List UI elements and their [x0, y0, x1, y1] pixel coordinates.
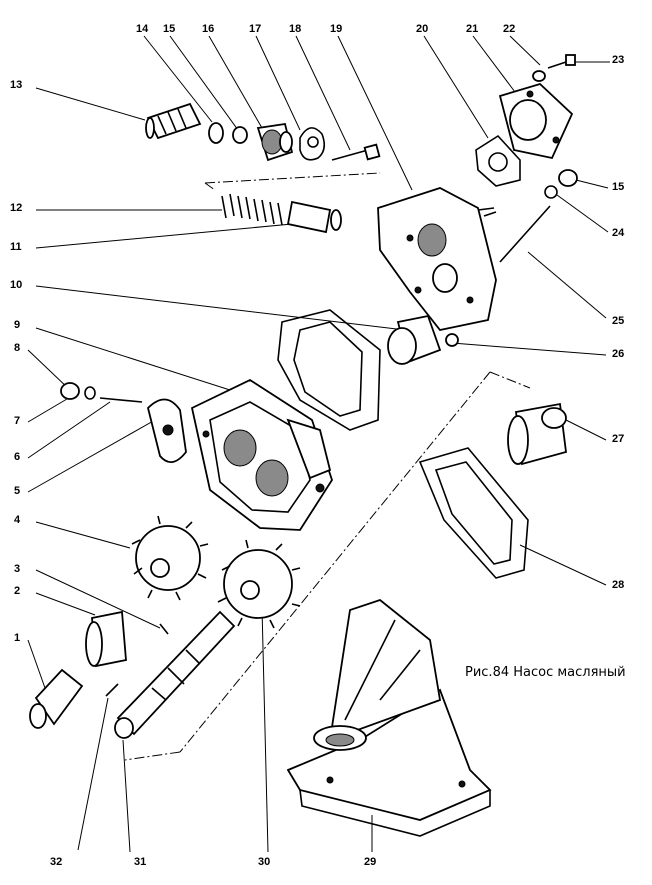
- callout-1: 1: [14, 632, 21, 644]
- part-1-bushing: [29, 668, 84, 729]
- callout-20: 20: [416, 23, 429, 35]
- callout-24: 24: [612, 227, 625, 239]
- part-16-valve-body: [256, 122, 294, 162]
- part-22-washer: [532, 70, 546, 82]
- part-14-washer: [208, 122, 224, 144]
- callout-13: 13: [10, 79, 23, 91]
- callout-4: 4: [14, 514, 21, 526]
- part-28-gasket: [418, 447, 529, 579]
- part-10-bushing: [387, 314, 442, 365]
- callout-27: 27: [612, 433, 625, 445]
- part-21-valve-cover: [498, 82, 574, 160]
- callout-22: 22: [503, 23, 516, 35]
- part-20-flange-gasket: [475, 134, 521, 187]
- leader-lines: [27, 35, 610, 853]
- part-17-gasket: [299, 127, 326, 161]
- callout-7: 7: [14, 415, 21, 427]
- figure-caption: Рис.84 Насос масляный: [465, 665, 626, 680]
- callout-16: 16: [202, 23, 215, 35]
- callout-31: 31: [134, 856, 147, 868]
- part-8-nut: [60, 382, 80, 400]
- part-24-spring-washer: [544, 185, 558, 199]
- part-25-stud: [499, 205, 551, 263]
- callout-3: 3: [14, 563, 21, 575]
- part-2-bushing: [85, 610, 127, 668]
- callout-23: 23: [612, 54, 625, 66]
- callout-2: 2: [14, 585, 21, 597]
- callout-30: 30: [258, 856, 271, 868]
- part-11-sleeve: [286, 200, 342, 234]
- part-29-mounting-bracket: [286, 598, 492, 837]
- callout-25: 25: [612, 315, 625, 327]
- part-19-pump-cover: [377, 187, 497, 331]
- part-32-pin: [105, 683, 119, 697]
- callout-19: 19: [330, 23, 343, 35]
- part-15-nut: [232, 126, 248, 144]
- callout-29: 29: [364, 856, 377, 868]
- part-18-bolt: [331, 143, 381, 161]
- callout-5: 5: [14, 485, 21, 497]
- part-3-key: [159, 623, 169, 635]
- part-23-screw: [547, 54, 576, 69]
- part-12-spring: [221, 193, 283, 226]
- part-9-pump-body: [190, 378, 333, 531]
- callout-15: 15: [163, 23, 176, 35]
- callout-15-right: 15: [612, 181, 625, 193]
- part-30-driven-gear: [217, 539, 301, 629]
- callout-12: 12: [10, 202, 23, 214]
- callout-26: 26: [612, 348, 625, 360]
- callout-21: 21: [466, 23, 479, 35]
- part-13-union-fitting: [145, 102, 202, 140]
- callout-14: 14: [136, 23, 149, 35]
- part-26-nut: [445, 333, 459, 347]
- callout-17: 17: [249, 23, 262, 35]
- callout-28: 28: [612, 579, 625, 591]
- callout-9: 9: [14, 319, 21, 331]
- part-31-drive-shaft: [114, 610, 236, 739]
- callout-8: 8: [14, 342, 21, 354]
- callout-11: 11: [10, 241, 22, 253]
- part-5-end-plate: [147, 398, 187, 463]
- part-15-nut-right: [558, 169, 578, 187]
- part-7-washer: [84, 386, 96, 400]
- part-housing-gasket: [277, 309, 381, 431]
- callout-18: 18: [289, 23, 302, 35]
- callout-6: 6: [14, 451, 21, 463]
- callout-10: 10: [10, 279, 23, 291]
- part-4-drive-gear: [131, 515, 209, 601]
- callout-32: 32: [50, 856, 63, 868]
- part-6-stud: [99, 397, 143, 403]
- part-27-bushing: [507, 402, 567, 466]
